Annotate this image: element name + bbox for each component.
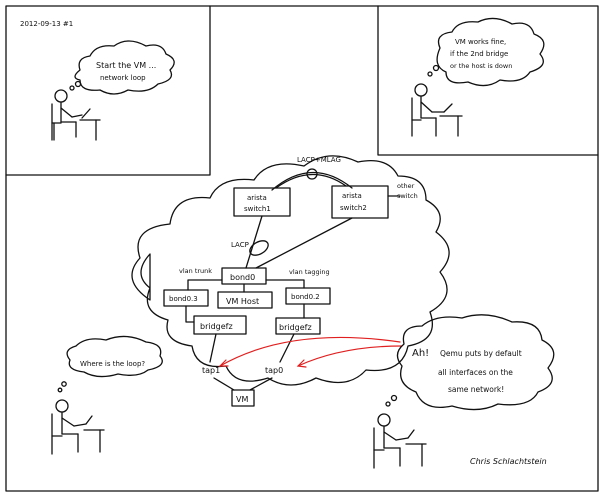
arista2-line-1: arista xyxy=(342,192,362,200)
label-lacp: LACP xyxy=(231,241,249,249)
bottom-left-figure xyxy=(51,399,105,455)
label-lacp-mlag: LACP+MLAG xyxy=(297,156,341,164)
box-bridgefz-2 xyxy=(275,317,321,335)
tap0-label: tap0 xyxy=(265,366,283,375)
mlag-link-2 xyxy=(271,171,353,191)
red-arrowhead-tap1 xyxy=(218,359,229,367)
link-tap1-vm xyxy=(213,377,235,391)
top-left-figure xyxy=(51,89,101,141)
link-bond0-bond03 xyxy=(187,279,223,291)
bottom-right-thought-line-2: all interfaces on the xyxy=(438,368,513,377)
vm-label: VM xyxy=(236,395,248,404)
vmhost-label: VM Host xyxy=(226,297,259,306)
network-cloud xyxy=(131,155,450,386)
bridgefz2-label: bridgefz xyxy=(279,323,312,332)
tap1-label: tap1 xyxy=(202,366,220,375)
box-bond0-2 xyxy=(285,287,331,305)
lacp-ring xyxy=(249,240,269,256)
top-right-figure xyxy=(411,83,463,137)
box-arista-switch2 xyxy=(331,185,389,219)
top-left-thought-bubble xyxy=(69,40,175,95)
top-right-thought-bubble xyxy=(427,17,545,87)
outer-border xyxy=(5,5,599,492)
bottom-right-thought-ah: Ah! xyxy=(412,348,429,359)
panel-top-right-border xyxy=(377,5,599,156)
bottom-right-thought-bubble xyxy=(385,314,555,411)
link-bridge1-tap1 xyxy=(209,333,217,363)
link-bridge2-tap0 xyxy=(279,333,295,363)
label-other-switch-1: other xyxy=(397,182,415,190)
link-bond0-bond02 xyxy=(265,279,305,289)
arista1-line-1: arista xyxy=(247,194,267,202)
bond0-label: bond0 xyxy=(230,273,255,282)
bottom-left-thought: Where is the loop? xyxy=(80,360,145,368)
arista2-line-2: switch2 xyxy=(340,204,367,212)
label-vlan-trunk: vlan trunk xyxy=(179,267,212,275)
lacp-link-a xyxy=(245,215,263,269)
lacp-link-b xyxy=(255,217,353,269)
bond03-label: bond0.3 xyxy=(169,295,198,303)
comic-date: 2012-09-13 #1 xyxy=(20,20,73,28)
label-vlan-tagging: vlan tagging xyxy=(289,268,330,276)
top-right-thought-line-2: if the 2nd bridge xyxy=(450,50,508,58)
top-left-thought-line-1: Start the VM ... xyxy=(96,61,156,70)
bottom-right-thought-line-3: same network! xyxy=(448,385,504,394)
link-tap0-vm xyxy=(249,377,273,391)
box-vm-host xyxy=(217,291,273,309)
bottom-right-thought-line-1: Qemu puts by default xyxy=(440,349,522,358)
top-right-thought-line-1: VM works fine, xyxy=(455,38,506,46)
bottom-right-figure xyxy=(373,413,427,469)
red-arrow-to-tap0 xyxy=(297,345,403,367)
signature: Chris Schlachtstein xyxy=(470,457,547,466)
mlag-ring xyxy=(306,168,318,180)
box-bridgefz-1 xyxy=(193,315,247,335)
link-bond03-bridge xyxy=(185,305,195,323)
top-right-thought-line-3: or the host is down xyxy=(450,62,512,70)
red-arrowhead-tap0 xyxy=(296,359,307,368)
top-left-thought-line-2: network loop xyxy=(100,74,146,82)
bond02-label: bond0.2 xyxy=(291,293,320,301)
panel-top-left-border xyxy=(5,5,211,176)
red-arrow-to-tap1 xyxy=(219,336,401,367)
bridgefz1-label: bridgefz xyxy=(200,322,233,331)
label-other-switch-2: switch xyxy=(397,192,418,200)
bottom-left-thought-bubble xyxy=(57,335,163,393)
mlag-link-1 xyxy=(275,173,347,189)
arista1-line-2: switch1 xyxy=(244,205,271,213)
box-vm xyxy=(231,389,255,407)
